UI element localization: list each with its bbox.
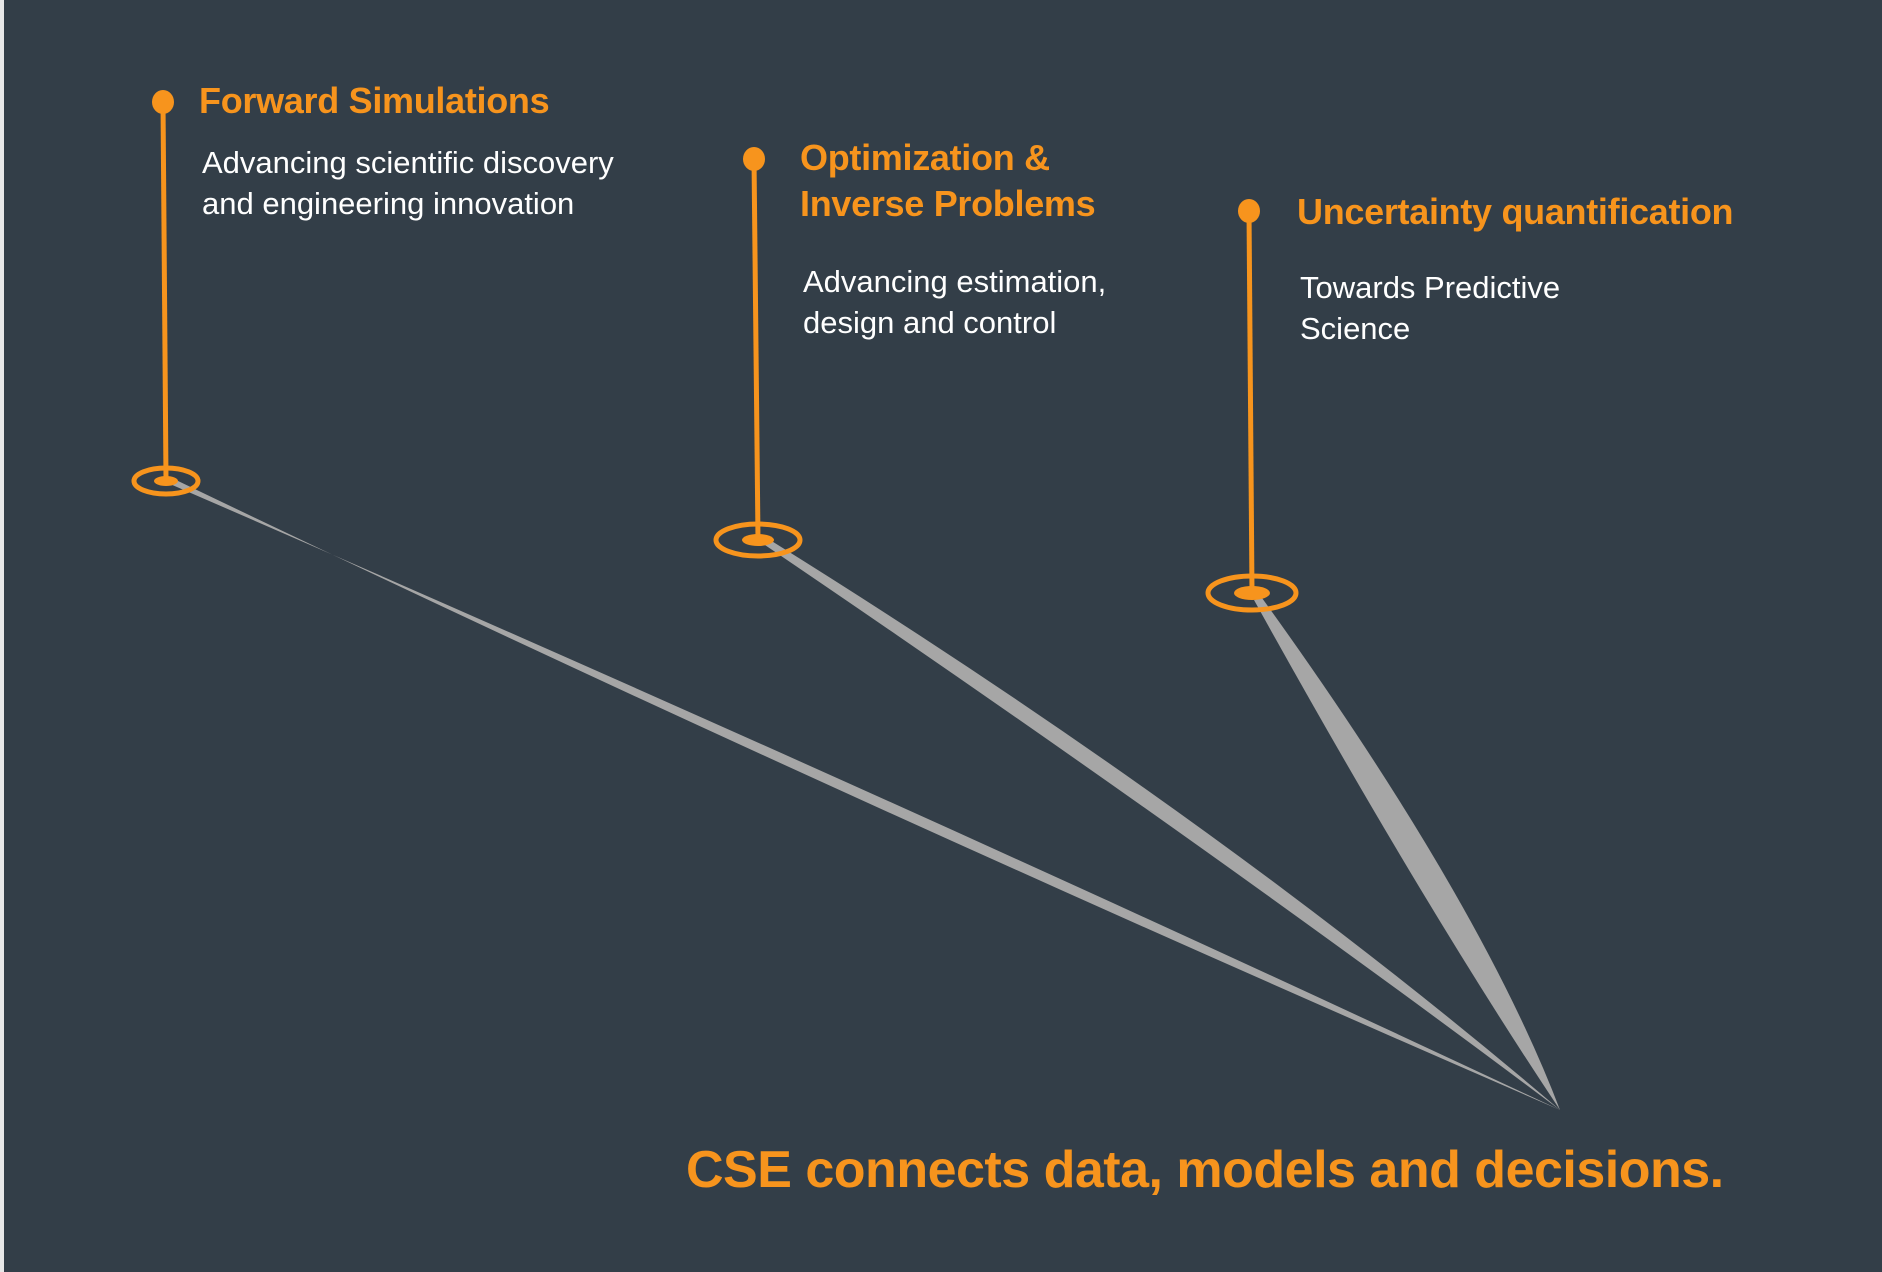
title-line: Inverse Problems [800,183,1096,224]
pillar-subtitle-optimization: Advancing estimation, design and control [803,261,1106,343]
subtitle-line: Advancing estimation, [803,264,1107,299]
pin-stem-forward [160,101,169,481]
pin-base-dot-optimization [742,534,774,546]
pin-stem-uq [1246,210,1255,594]
title-line: Uncertainty quantification [1297,191,1734,232]
pillar-title-forward-simulations: Forward Simulations [199,78,550,124]
pin-base-dot-forward [154,476,178,486]
pin-head-uq [1238,199,1260,223]
pillar-title-uncertainty-quantification: Uncertainty quantification [1297,189,1734,235]
pillar-title-optimization: Optimization & Inverse Problems [800,135,1096,227]
connector-wedge-forward [170,480,1560,1110]
title-line: Optimization & [800,137,1050,178]
connector-wedge-optimization [762,540,1560,1110]
headline: CSE connects data, models and decisions. [686,1141,1724,1199]
connector-wedge-uq [1254,598,1560,1110]
pin-head-forward [152,90,174,114]
pin-base-dot-uq [1234,586,1270,600]
subtitle-line: Advancing scientific discovery [202,145,614,180]
subtitle-line: Science [1300,311,1411,346]
subtitle-line: design and control [803,305,1057,340]
subtitle-line: and engineering innovation [202,186,575,221]
subtitle-line: Towards Predictive [1300,270,1561,305]
pin-base-ring-uq [1205,573,1299,613]
pillar-subtitle-forward-simulations: Advancing scientific discovery and engin… [202,142,614,224]
pin-head-optimization [743,147,765,171]
left-border [0,0,4,1272]
pin-base-ring-optimization [713,521,803,559]
pillar-subtitle-uncertainty-quantification: Towards Predictive Science [1300,267,1560,349]
title-line: Forward Simulations [199,80,550,121]
pin-stem-optimization [751,157,761,541]
pin-base-ring-forward [131,465,201,497]
